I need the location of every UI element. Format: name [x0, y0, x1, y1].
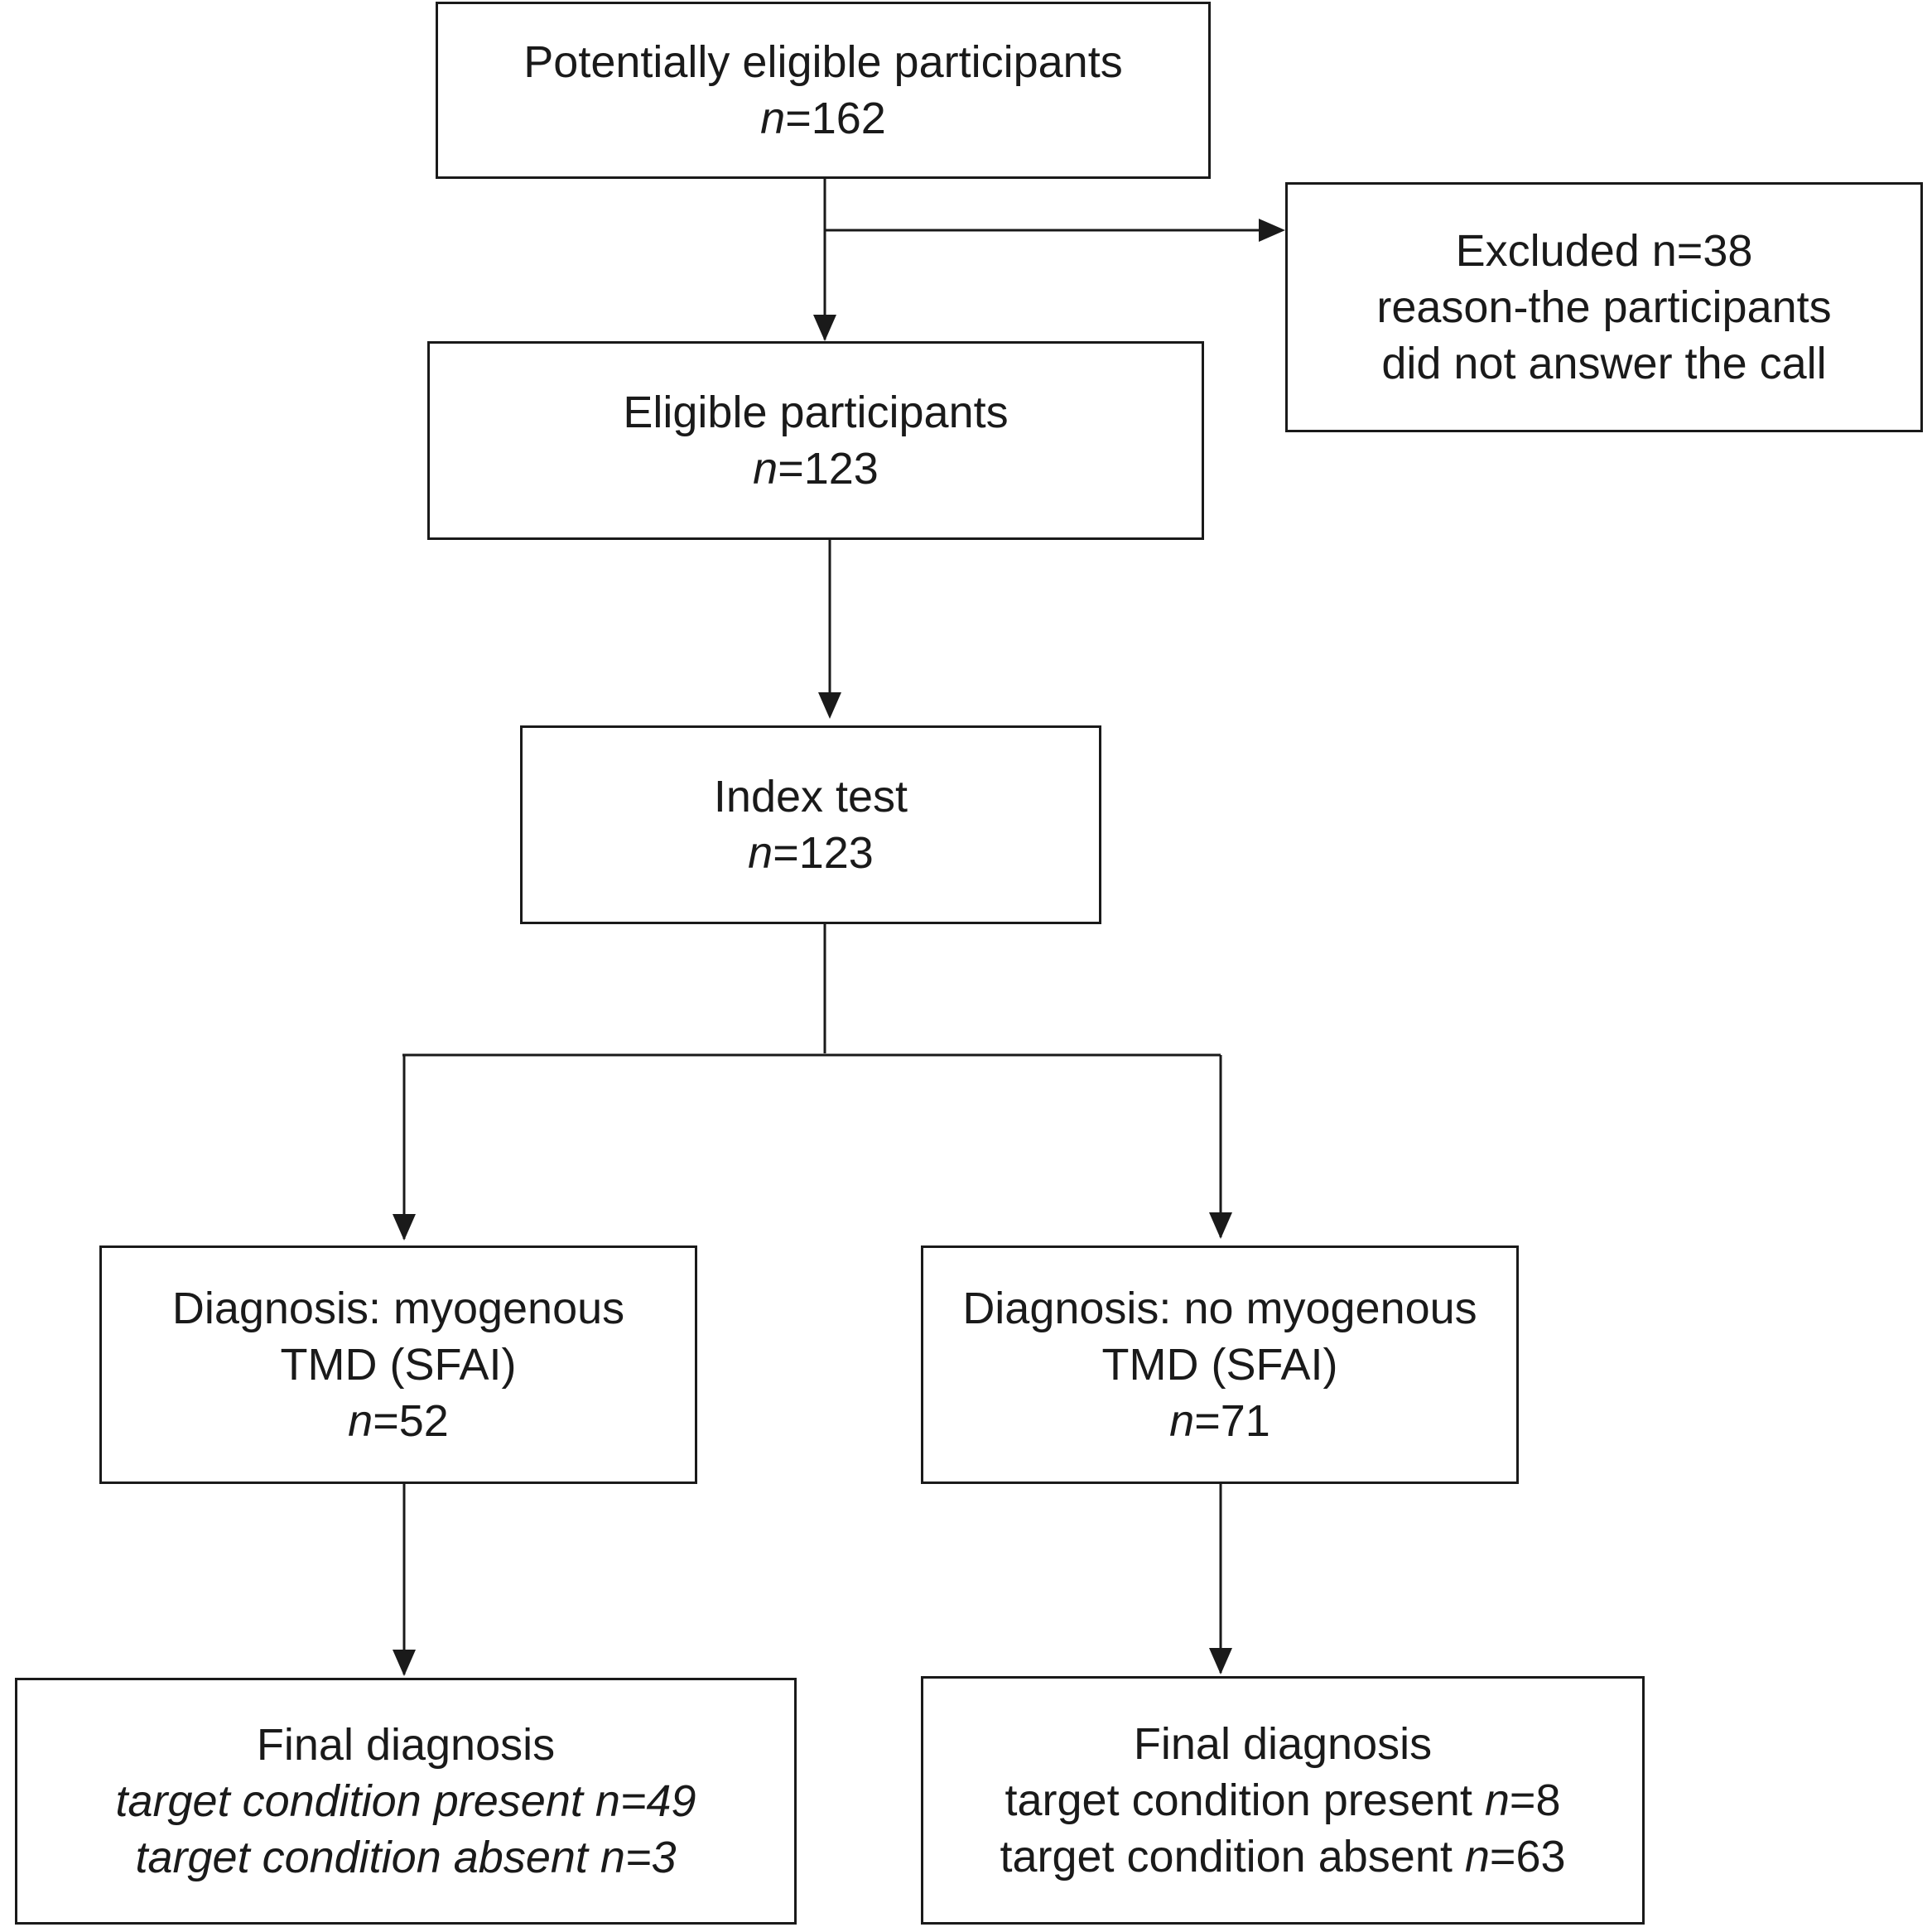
diagnosis-myogenous-count: n=52 — [348, 1396, 449, 1446]
excluded-count: Excluded n=38 — [1455, 226, 1753, 276]
excluded-reason-line1: reason-the participants — [1376, 282, 1832, 332]
arrow-to-no-myogenous-head — [1209, 1212, 1232, 1239]
arrow-to-excluded-head — [1259, 219, 1285, 242]
potentially-eligible-label: Potentially eligible participants — [523, 37, 1123, 87]
final-right-absent: target condition absent n=63 — [1000, 1832, 1566, 1881]
diagnosis-no-myogenous-line1: Diagnosis: no myogenous — [962, 1284, 1477, 1333]
final-left-absent: target condition absent n=3 — [135, 1833, 677, 1882]
diagnosis-myogenous-line1: Diagnosis: myogenous — [171, 1284, 625, 1333]
arrow-myogenous-to-final-head — [393, 1650, 416, 1676]
eligible-box: Eligible participants n=123 — [427, 341, 1204, 540]
index-test-box: Index test n=123 — [520, 725, 1101, 924]
diagnosis-no-myogenous-line2: TMD (SFAI) — [1101, 1340, 1338, 1390]
index-test-count: n=123 — [748, 828, 874, 878]
excluded-reason-line2: did not answer the call — [1381, 339, 1827, 388]
diagnosis-no-myogenous-box: Diagnosis: no myogenous TMD (SFAI) n=71 — [921, 1245, 1519, 1484]
index-test-label: Index test — [713, 772, 908, 821]
final-right-present: target condition present n=8 — [1005, 1775, 1561, 1825]
final-diagnosis-left-box: Final diagnosis target condition present… — [15, 1678, 797, 1925]
diagnosis-myogenous-line2: TMD (SFAI) — [280, 1340, 517, 1390]
final-diagnosis-right-box: Final diagnosis target condition present… — [921, 1676, 1645, 1925]
diagnosis-myogenous-box: Diagnosis: myogenous TMD (SFAI) n=52 — [99, 1245, 697, 1484]
arrow-to-myogenous-head — [393, 1214, 416, 1241]
potentially-eligible-count: n=162 — [760, 94, 886, 143]
arrow-no-myogenous-to-final-head — [1209, 1648, 1232, 1674]
excluded-box: Excluded n=38 reason-the participants di… — [1285, 182, 1923, 432]
arrow-potential-to-eligible-head — [813, 315, 836, 341]
diagnosis-no-myogenous-count: n=71 — [1169, 1396, 1270, 1446]
final-left-title: Final diagnosis — [256, 1720, 556, 1770]
potentially-eligible-box: Potentially eligible participants n=162 — [436, 2, 1211, 179]
eligible-label: Eligible participants — [623, 388, 1009, 437]
eligible-count: n=123 — [753, 444, 879, 494]
arrow-eligible-to-index-head — [818, 692, 841, 719]
final-right-title: Final diagnosis — [1133, 1719, 1433, 1769]
final-left-present: target condition present n=49 — [115, 1776, 696, 1826]
